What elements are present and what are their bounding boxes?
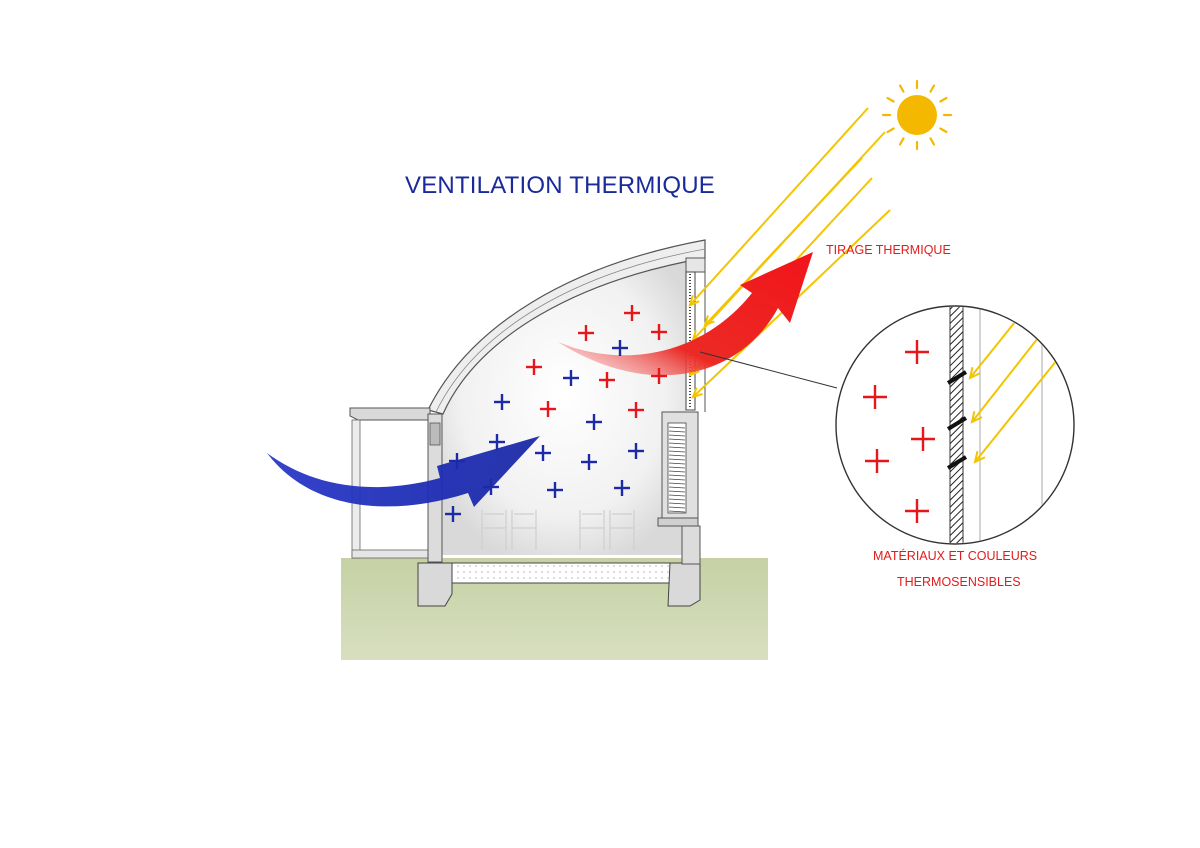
cool-air-marker bbox=[535, 445, 551, 461]
warm-air-marker bbox=[651, 368, 667, 384]
cool-air-marker bbox=[586, 414, 602, 430]
cool-air-marker bbox=[445, 506, 461, 522]
warm-air-marker bbox=[578, 325, 594, 341]
cool-air-marker bbox=[449, 453, 465, 469]
warm-air-marker bbox=[905, 340, 929, 364]
diagram-title: VENTILATION THERMIQUE bbox=[405, 172, 716, 199]
cool-air-marker bbox=[581, 454, 597, 470]
warm-air-marker bbox=[624, 305, 640, 321]
cool-air-arrow bbox=[267, 436, 540, 507]
materials-label-line2: THERMOSENSIBLES bbox=[897, 575, 1021, 589]
foundation-left bbox=[417, 562, 453, 607]
ventilation-grille bbox=[667, 422, 687, 514]
chair-icon bbox=[579, 510, 605, 550]
warm-air-marker bbox=[651, 324, 667, 340]
warm-air-marker bbox=[865, 449, 889, 473]
magnifier-detail-circle bbox=[835, 305, 1075, 545]
entrance-canopy bbox=[349, 407, 431, 421]
cool-air-marker bbox=[563, 370, 579, 386]
chair-icon bbox=[609, 510, 635, 550]
warm-air-marker bbox=[905, 499, 929, 523]
warm-air-marker bbox=[911, 427, 935, 451]
warm-air-marker bbox=[599, 372, 615, 388]
cool-air-marker bbox=[489, 434, 505, 450]
materials-label-line1: MATÉRIAUX ET COULEURS bbox=[873, 549, 1038, 563]
cool-air-marker bbox=[547, 482, 563, 498]
building-interior bbox=[441, 262, 686, 555]
cool-air-marker bbox=[483, 479, 499, 495]
warm-air-marker bbox=[863, 385, 887, 409]
warm-air-marker bbox=[540, 401, 556, 417]
chair-icon bbox=[481, 510, 507, 550]
cool-air-marker bbox=[612, 340, 628, 356]
foundation-right bbox=[667, 562, 701, 607]
cool-air-marker bbox=[628, 443, 644, 459]
warm-air-marker bbox=[526, 359, 542, 375]
cool-air-marker bbox=[494, 394, 510, 410]
warm-air-marker bbox=[628, 402, 644, 418]
thermal-draft-label: TIRAGE THERMIQUE bbox=[826, 243, 951, 257]
cool-air-marker bbox=[614, 480, 630, 496]
sun-icon bbox=[881, 79, 953, 151]
warm-air-arrow bbox=[558, 252, 813, 376]
chair-icon bbox=[511, 510, 537, 550]
